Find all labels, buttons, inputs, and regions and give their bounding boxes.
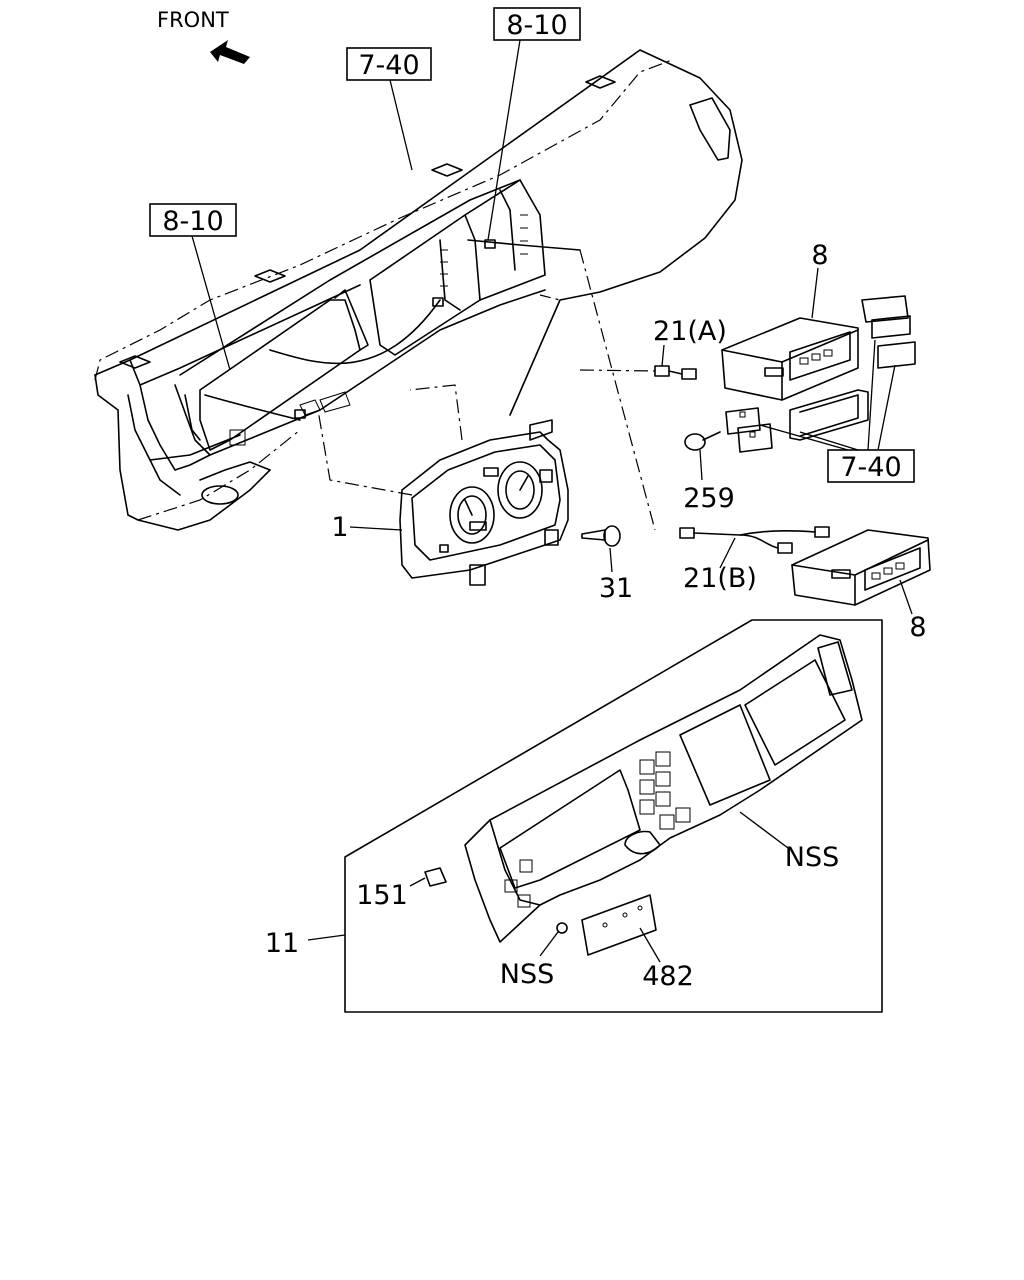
ref-box-8-10-left: 8-10 [149, 203, 237, 237]
ref-box-7-40-right: 7-40 [827, 449, 915, 483]
nut-nss [556, 922, 568, 934]
harness-21a [654, 365, 697, 380]
screw-31 [581, 525, 621, 547]
panel-group-frame [344, 619, 883, 1013]
ref-box-8-10-left-label: 8-10 [162, 206, 223, 237]
ref-box-8-10-top: 8-10 [493, 7, 581, 41]
callout-21a: 21(A) [653, 316, 727, 347]
clip-151 [424, 867, 447, 887]
callout-21b: 21(B) [683, 563, 757, 594]
plate-482 [581, 894, 657, 956]
instrument-cluster [317, 384, 569, 586]
pocket-holder [789, 389, 869, 441]
ref-box-8-10-top-label: 8-10 [506, 10, 567, 41]
callout-8-lower: 8 [909, 612, 926, 643]
cluster-trim-panel [464, 634, 863, 943]
ref-box-7-40-top: 7-40 [346, 47, 432, 81]
callout-259: 259 [683, 483, 735, 514]
ref-box-7-40-top-label: 7-40 [358, 50, 419, 81]
callout-482: 482 [642, 961, 694, 992]
front-arrow-icon [210, 40, 250, 64]
leader-lines [191, 39, 913, 963]
unit-8-upper [721, 317, 859, 401]
callout-nss-lower: NSS [500, 959, 554, 990]
bracket-set [725, 295, 916, 453]
unit-8-lower [791, 529, 931, 606]
callout-8-upper: 8 [811, 240, 828, 271]
callout-1: 1 [331, 512, 348, 543]
front-label: FRONT [157, 8, 229, 32]
bolt-259 [684, 431, 721, 451]
dashboard-assembly [94, 49, 743, 531]
callout-11: 11 [265, 928, 299, 959]
callout-31: 31 [599, 573, 633, 604]
callout-151: 151 [356, 880, 408, 911]
ref-box-7-40-right-label: 7-40 [840, 452, 901, 483]
harness-21b [679, 526, 830, 554]
callout-nss-right: NSS [785, 842, 839, 873]
